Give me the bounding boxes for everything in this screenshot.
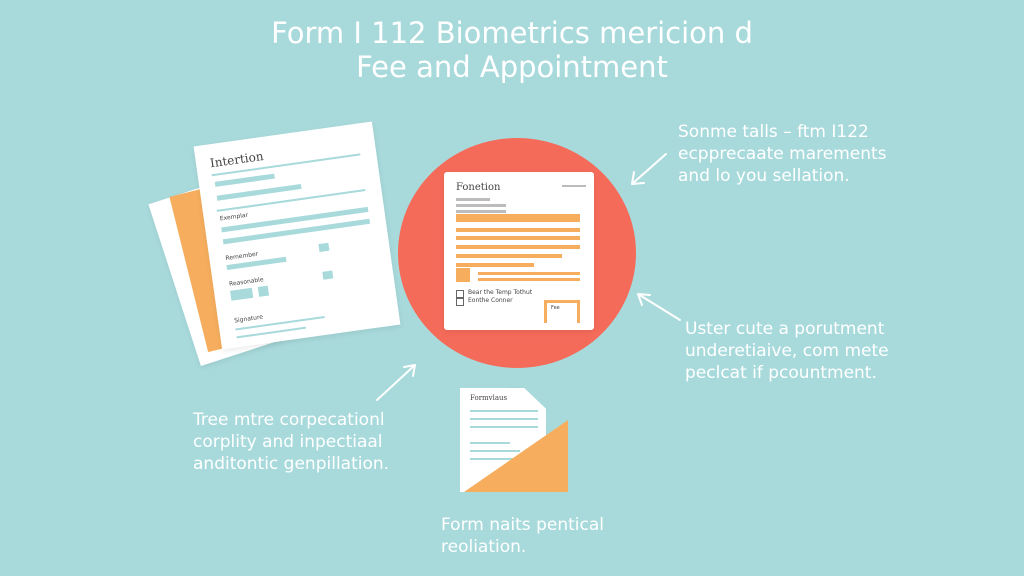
- orange-bar: [456, 254, 562, 258]
- checkbox: [318, 242, 330, 253]
- rule: [470, 458, 530, 460]
- rule: [470, 442, 510, 444]
- arrow-bottom-left-icon: [376, 364, 416, 401]
- rule: [456, 204, 506, 207]
- front-form: Intertion Exemplar Remember Reasonable S…: [193, 121, 401, 350]
- orange-bar: [478, 278, 580, 281]
- field: [214, 173, 275, 187]
- section-label: Signature: [233, 313, 264, 325]
- checkbox: [322, 270, 334, 280]
- fee-box-label: Fee: [551, 305, 560, 311]
- caption-line: Sonme talls – ftm I122: [678, 122, 869, 142]
- field: [222, 218, 371, 245]
- bottom-form-heading: Formvlaus: [470, 394, 508, 402]
- caption-line: underetiaive, com mete: [685, 341, 889, 361]
- checkbox-2-label: Eonthe Conner: [468, 297, 513, 304]
- rule: [470, 410, 538, 412]
- caption-line: Form naits pentical: [441, 515, 604, 535]
- caption-mid-right: Uster cute a porutment underetiaive, com…: [685, 318, 889, 384]
- section-label: Exemplar: [219, 211, 249, 223]
- rule: [456, 210, 506, 213]
- rule: [562, 185, 586, 187]
- center-form: Fonetion Bear the Temp Tothut Eonthe Con…: [444, 172, 594, 330]
- field: [257, 285, 270, 297]
- field: [216, 183, 302, 201]
- caption-line: anditontic genpillation.: [193, 454, 390, 474]
- caption-line: and lo you sellation.: [678, 166, 850, 186]
- orange-square: [456, 268, 470, 282]
- orange-bar: [456, 245, 580, 249]
- orange-bar: [456, 214, 580, 222]
- caption-top-right: Sonme talls – ftm I122 ecpprecaate marem…: [678, 121, 887, 187]
- left-form-illustration: Intertion Exemplar Remember Reasonable S…: [148, 121, 401, 367]
- caption-line: peclcat if pcountment.: [685, 363, 877, 383]
- orange-bar: [478, 272, 580, 275]
- arrow-mid-right-icon: [637, 293, 681, 321]
- caption-line: Uster cute a porutment: [685, 319, 885, 339]
- title-line-2: Fee and Appointment: [356, 50, 668, 84]
- fee-box: Fee: [544, 300, 580, 323]
- orange-bar: [456, 236, 580, 240]
- title-line-1: Form I 112 Biometrics mericion d: [271, 16, 753, 50]
- bottom-form-illustration: Formvlaus: [460, 378, 570, 494]
- caption-line: reoliation.: [441, 537, 527, 557]
- checkbox-2[interactable]: [456, 298, 464, 306]
- checkbox-1[interactable]: [456, 290, 464, 298]
- field: [230, 287, 254, 301]
- rule: [456, 198, 490, 201]
- caption-bottom-left: Tree mtre corpecationl corplity and inpe…: [193, 409, 389, 475]
- caption-line: corplity and inpectiaal: [193, 432, 383, 452]
- center-form-heading: Fonetion: [456, 182, 501, 193]
- orange-bar: [456, 263, 534, 267]
- orange-bar: [456, 228, 580, 232]
- rule: [470, 450, 520, 452]
- rule: [470, 418, 538, 420]
- caption-line: ecpprecaate marements: [678, 144, 887, 164]
- arrow-top-right-icon: [631, 153, 667, 185]
- caption-line: Tree mtre corpecationl: [193, 410, 385, 430]
- rule: [470, 426, 538, 428]
- caption-bottom-center: Form naits pentical reoliation.: [441, 514, 604, 558]
- checkbox-1-label: Bear the Temp Tothut: [468, 289, 533, 296]
